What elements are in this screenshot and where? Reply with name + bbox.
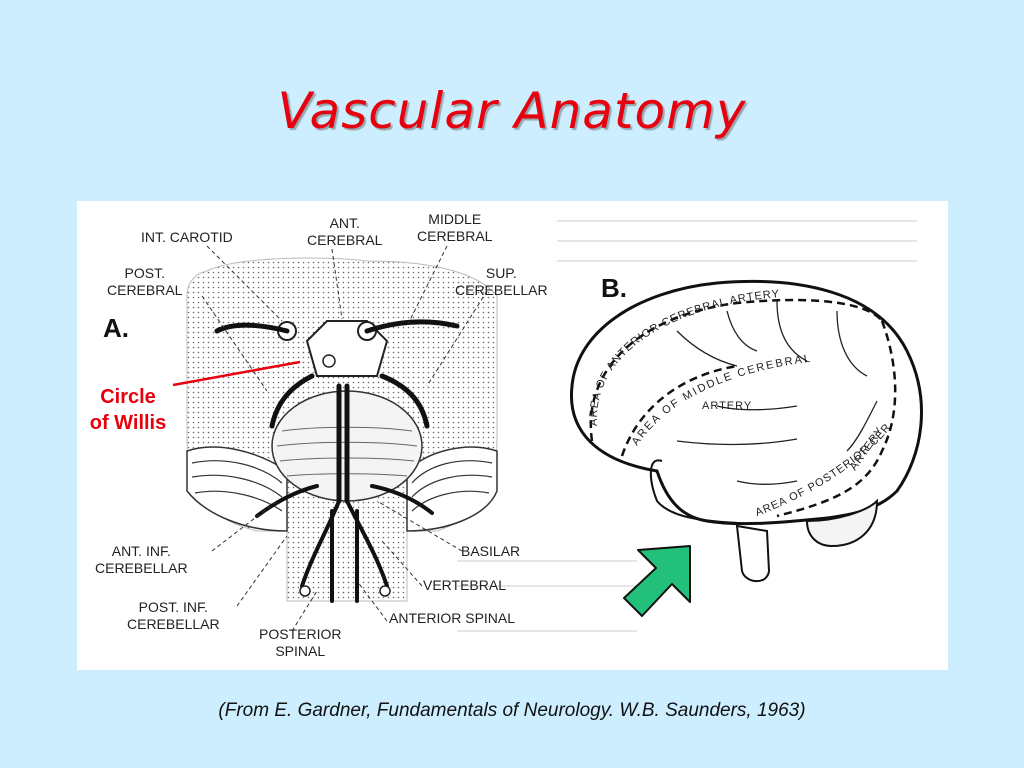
- source-caption: (From E. Gardner, Fundamentals of Neurol…: [218, 700, 806, 721]
- panel-a-label: A.: [103, 313, 129, 343]
- int-carotid-label: INT. CAROTID: [141, 229, 233, 245]
- post-inf-cerebellar-label: POST. INF.CEREBELLAR: [127, 599, 220, 632]
- basilar-label: BASILAR: [461, 543, 521, 559]
- green-arrow-icon: [623, 545, 691, 617]
- sup-cerebellar-label: SUP.CEREBELLAR: [455, 265, 548, 298]
- panel-a-leader-lines: [201, 245, 488, 632]
- post-cerebral-label: POST.CEREBRAL: [107, 265, 183, 298]
- anterior-spinal-label: ANTERIOR SPINAL: [389, 610, 516, 626]
- vertebral-label: VERTEBRAL: [423, 577, 506, 593]
- faint-background-text: [457, 220, 917, 632]
- area-middle-artery-label: ARTERY: [702, 400, 752, 412]
- brainstem-drawing: [186, 257, 498, 603]
- ant-inf-cerebellar-label: ANT. INF.CEREBELLAR: [95, 543, 188, 576]
- anatomy-drawing: AREA OF ANTERIOR CEREBRAL ARTERY AREA OF…: [77, 201, 923, 632]
- slide-title: Vascular Anatomy: [277, 82, 747, 140]
- panel-b-label: B.: [601, 273, 627, 303]
- ant-cerebral-label: ANT.CEREBRAL: [307, 215, 383, 248]
- anatomy-figure: AREA OF ANTERIOR CEREBRAL ARTERY AREA OF…: [77, 201, 948, 670]
